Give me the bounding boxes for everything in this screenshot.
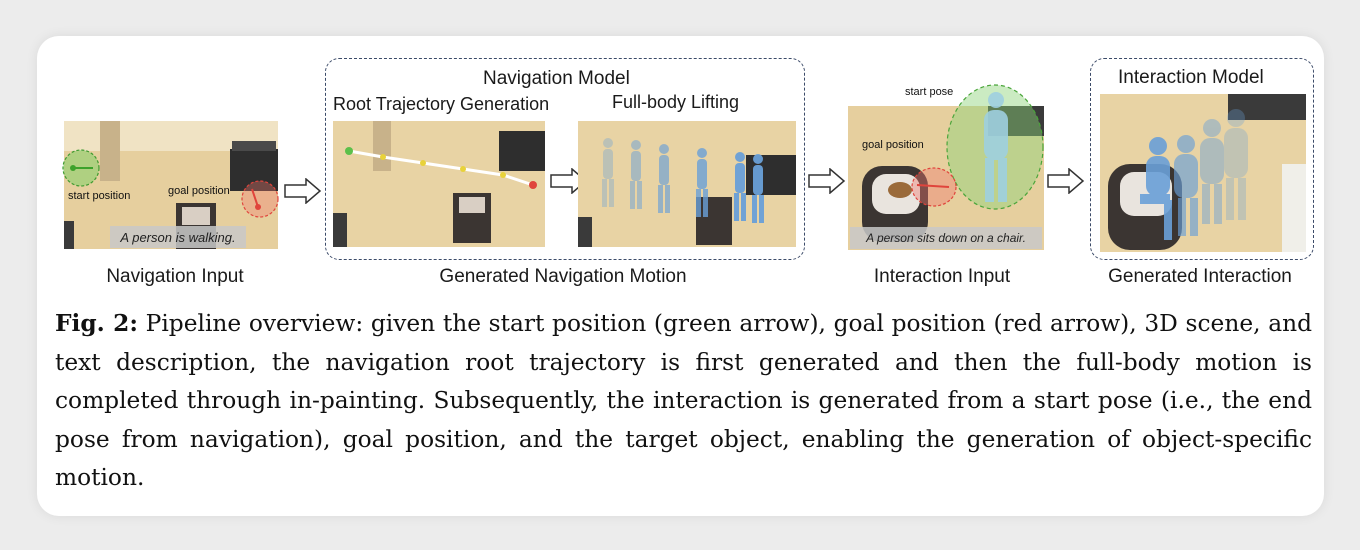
navigation-model-title: Navigation Model <box>483 68 630 89</box>
interaction-model-box <box>1090 58 1314 260</box>
interaction-input-image <box>848 106 1044 250</box>
full-body-lifting-image <box>578 121 796 247</box>
interaction-input-label: Interaction Input <box>873 266 1011 287</box>
caption-text: Pipeline overview: given the start posit… <box>55 310 1312 492</box>
goal-position-label: goal position <box>168 185 230 197</box>
generated-navigation-motion-label: Generated Navigation Motion <box>439 266 687 287</box>
flow-arrow-icon <box>284 178 322 204</box>
interaction-model-title: Interaction Model <box>1118 67 1264 88</box>
full-body-lifting-title: Full-body Lifting <box>612 92 740 112</box>
start-pose-marker <box>946 84 1044 210</box>
goal-position-marker <box>241 180 279 218</box>
start-position-label: start position <box>68 190 131 202</box>
interaction-goal-marker <box>911 167 957 207</box>
caption-prefix: Fig. 2: <box>55 310 138 337</box>
navigation-model-box <box>325 58 805 260</box>
start-pose-label: start pose <box>905 86 954 98</box>
figure-caption: Fig. 2: Pipeline overview: given the sta… <box>55 305 1312 498</box>
interaction-text-prompt: A person sits down on a chair. <box>850 227 1042 249</box>
navigation-input-image <box>64 121 278 249</box>
root-trajectory-image <box>333 121 545 247</box>
navigation-input-label: Navigation Input <box>106 266 244 287</box>
interaction-goal-position-label: goal position <box>862 139 924 151</box>
flow-arrow-icon <box>808 168 846 194</box>
flow-arrow-icon <box>1047 168 1085 194</box>
generated-interaction-label: Generated Interaction <box>1108 266 1292 287</box>
start-position-marker <box>62 149 100 187</box>
navigation-text-prompt: A person is walking. <box>110 226 246 248</box>
root-trajectory-title: Root Trajectory Generation <box>333 94 550 114</box>
generated-interaction-image <box>1100 94 1306 252</box>
